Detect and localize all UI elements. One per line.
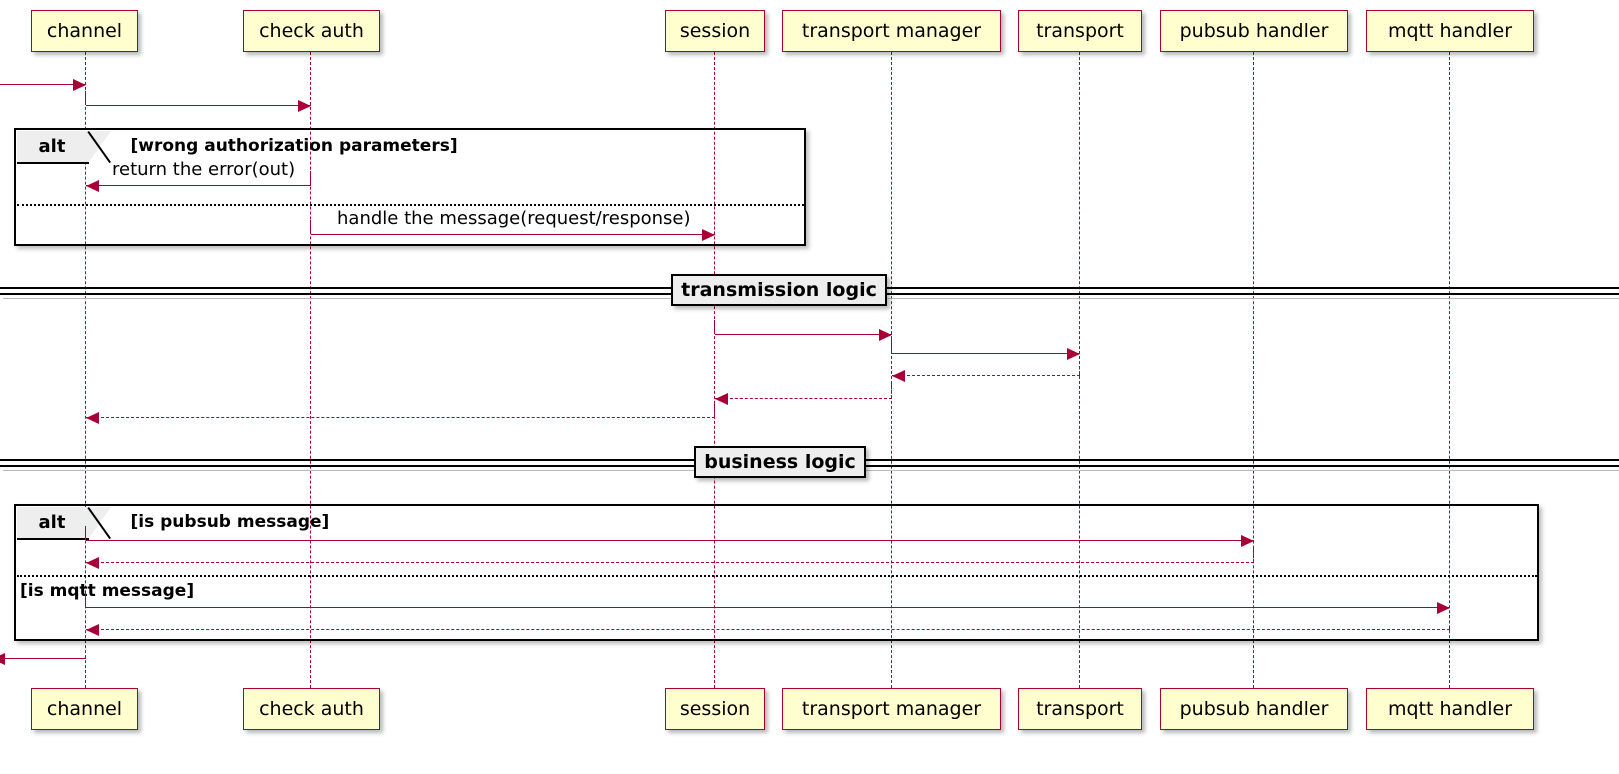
participant-top-transport-manager[interactable]: transport manager [782, 10, 1001, 52]
message-line-m14 [0, 658, 86, 659]
participant-top-pubsub-handler[interactable]: pubsub handler [1160, 10, 1348, 52]
message-arrowhead-m1 [73, 78, 86, 91]
message-line-m12 [86, 607, 1450, 608]
message-stub-m12 [85, 593, 87, 607]
message-stub-m7 [1079, 361, 1081, 375]
message-line-m13 [86, 629, 1450, 630]
participant-top-transport[interactable]: transport [1018, 10, 1142, 52]
message-arrowhead-m7 [892, 369, 905, 382]
message-line-m3 [86, 185, 311, 186]
participant-bottom-transport-manager[interactable]: transport manager [782, 688, 1001, 730]
message-arrowhead-m6 [1067, 347, 1080, 360]
message-line-m5 [715, 334, 892, 335]
message-arrowhead-m3 [86, 179, 99, 192]
message-stub-m13 [1449, 615, 1451, 629]
message-label-m4: handle the message(request/response) [337, 208, 691, 229]
message-line-m2 [86, 105, 311, 106]
message-arrowhead-m14 [0, 652, 5, 665]
lifeline-check-auth [310, 52, 312, 688]
message-arrowhead-m4 [702, 228, 715, 241]
fragment-alt-handler [14, 504, 1539, 641]
message-line-m4 [311, 234, 715, 235]
message-label-m3: return the error(out) [112, 159, 296, 180]
message-stub-m8 [891, 384, 893, 398]
fragment-tag-border-alt-handler [16, 537, 89, 540]
message-stub-m9 [714, 403, 716, 417]
lifeline-channel [85, 52, 87, 688]
message-line-m8 [715, 398, 892, 399]
message-stub-m6 [891, 339, 893, 353]
fragment-cond-alt-handler-0: [is pubsub message] [130, 512, 330, 532]
divider-label-business-logic: business logic [694, 446, 866, 478]
participant-top-channel[interactable]: channel [31, 10, 138, 52]
participant-bottom-channel[interactable]: channel [31, 688, 138, 730]
participant-bottom-transport[interactable]: transport [1018, 688, 1142, 730]
fragment-tag-border-alt-auth [16, 161, 89, 164]
message-line-m7 [892, 375, 1080, 376]
message-arrowhead-m5 [879, 328, 892, 341]
participant-bottom-pubsub-handler[interactable]: pubsub handler [1160, 688, 1348, 730]
lifeline-transport-manager [891, 52, 893, 688]
message-arrowhead-m10 [1241, 534, 1254, 547]
lifeline-pubsub-handler [1253, 52, 1255, 688]
message-arrowhead-m9 [86, 411, 99, 424]
fragment-divider-alt-auth [16, 204, 804, 206]
message-stub-m10 [85, 526, 87, 540]
participant-bottom-mqtt-handler[interactable]: mqtt handler [1366, 688, 1534, 730]
fragment-alt-auth [14, 128, 806, 246]
fragment-tag-cut-alt-auth [88, 130, 111, 162]
participant-top-mqtt-handler[interactable]: mqtt handler [1366, 10, 1534, 52]
message-arrowhead-m12 [1437, 601, 1450, 614]
participant-bottom-check-auth[interactable]: check auth [243, 688, 380, 730]
message-stub-m4 [310, 220, 312, 234]
lifeline-mqtt-handler [1449, 52, 1451, 688]
message-stub-m11 [1253, 548, 1255, 562]
participant-top-check-auth[interactable]: check auth [243, 10, 380, 52]
fragment-divider-alt-handler [16, 575, 1537, 577]
message-line-m9 [86, 417, 715, 418]
message-stub-m2 [85, 91, 87, 105]
message-arrowhead-m8 [715, 392, 728, 405]
lifeline-session [714, 52, 716, 688]
message-stub-m5 [714, 320, 716, 334]
message-stub-m3 [310, 171, 312, 185]
participant-bottom-session[interactable]: session [665, 688, 765, 730]
fragment-tag-alt-auth: alt [16, 130, 89, 162]
fragment-cond-alt-handler-1: [is mqtt message] [20, 581, 195, 601]
message-arrowhead-m2 [298, 99, 311, 112]
message-line-m11 [86, 562, 1254, 563]
fragment-tag-alt-handler: alt [16, 506, 89, 538]
fragment-tag-cut-alt-handler [88, 506, 111, 538]
divider-label-transmission-logic: transmission logic [671, 274, 887, 306]
message-line-m6 [892, 353, 1080, 354]
message-arrowhead-m11 [86, 556, 99, 569]
participant-top-session[interactable]: session [665, 10, 765, 52]
message-line-m1 [0, 84, 86, 85]
message-arrowhead-m13 [86, 623, 99, 636]
fragment-cond-alt-auth-0: [wrong authorization parameters] [130, 136, 458, 156]
message-line-m10 [86, 540, 1254, 541]
